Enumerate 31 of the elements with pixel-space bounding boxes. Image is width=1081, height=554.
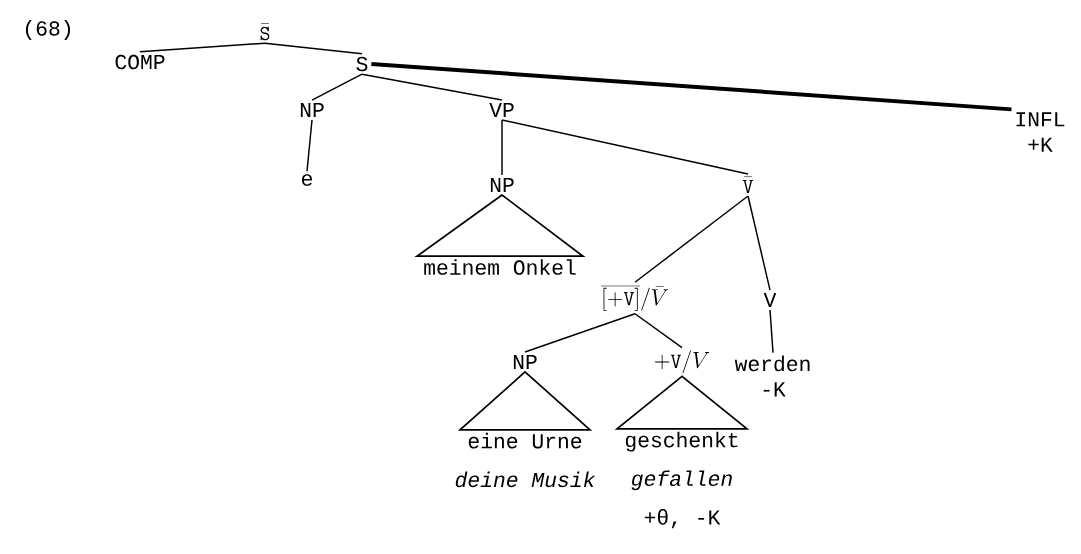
phrase-label: meinem Onkel (424, 259, 576, 275)
tree-branch (634, 313, 683, 349)
category-label: VP (489, 103, 514, 118)
category-label: $\overline{[\mathtt{+V}]}/\bar{V}$ (601, 285, 669, 311)
tree-branch (634, 195, 749, 283)
example-number: (68) (25, 20, 70, 40)
word-label: e (302, 174, 312, 186)
tree-branch (501, 119, 503, 176)
tree-branch (501, 119, 749, 175)
category-label: NP (300, 103, 324, 118)
tree-branch (139, 42, 266, 53)
category-label: $\bar{\mathtt{V}}$ (742, 176, 754, 194)
category-label: $\mathtt{+V}/V$ (654, 350, 710, 374)
category-label: COMP (115, 54, 165, 70)
category-label: NP (490, 178, 514, 193)
category-label: INFL +K (1016, 112, 1065, 152)
phrase-label: geschenkt gefallen +θ, -K (625, 431, 738, 529)
tree-branch (264, 42, 363, 55)
category-label: NP (513, 355, 537, 370)
tree-branch (361, 73, 503, 101)
category-label: S (356, 56, 368, 72)
tree-branch (371, 62, 1012, 112)
tree-branch (769, 309, 774, 354)
tree-branch (747, 195, 771, 291)
tree-branch (311, 73, 363, 101)
word-label: werden -K (734, 355, 810, 397)
tree-branch (524, 313, 636, 353)
phrase-label: eine Urne deine Musik (455, 432, 596, 488)
tree-branch (306, 119, 313, 172)
category-label: $\bar{\mathtt{S}}$ (260, 23, 270, 41)
category-label: V (763, 293, 777, 308)
